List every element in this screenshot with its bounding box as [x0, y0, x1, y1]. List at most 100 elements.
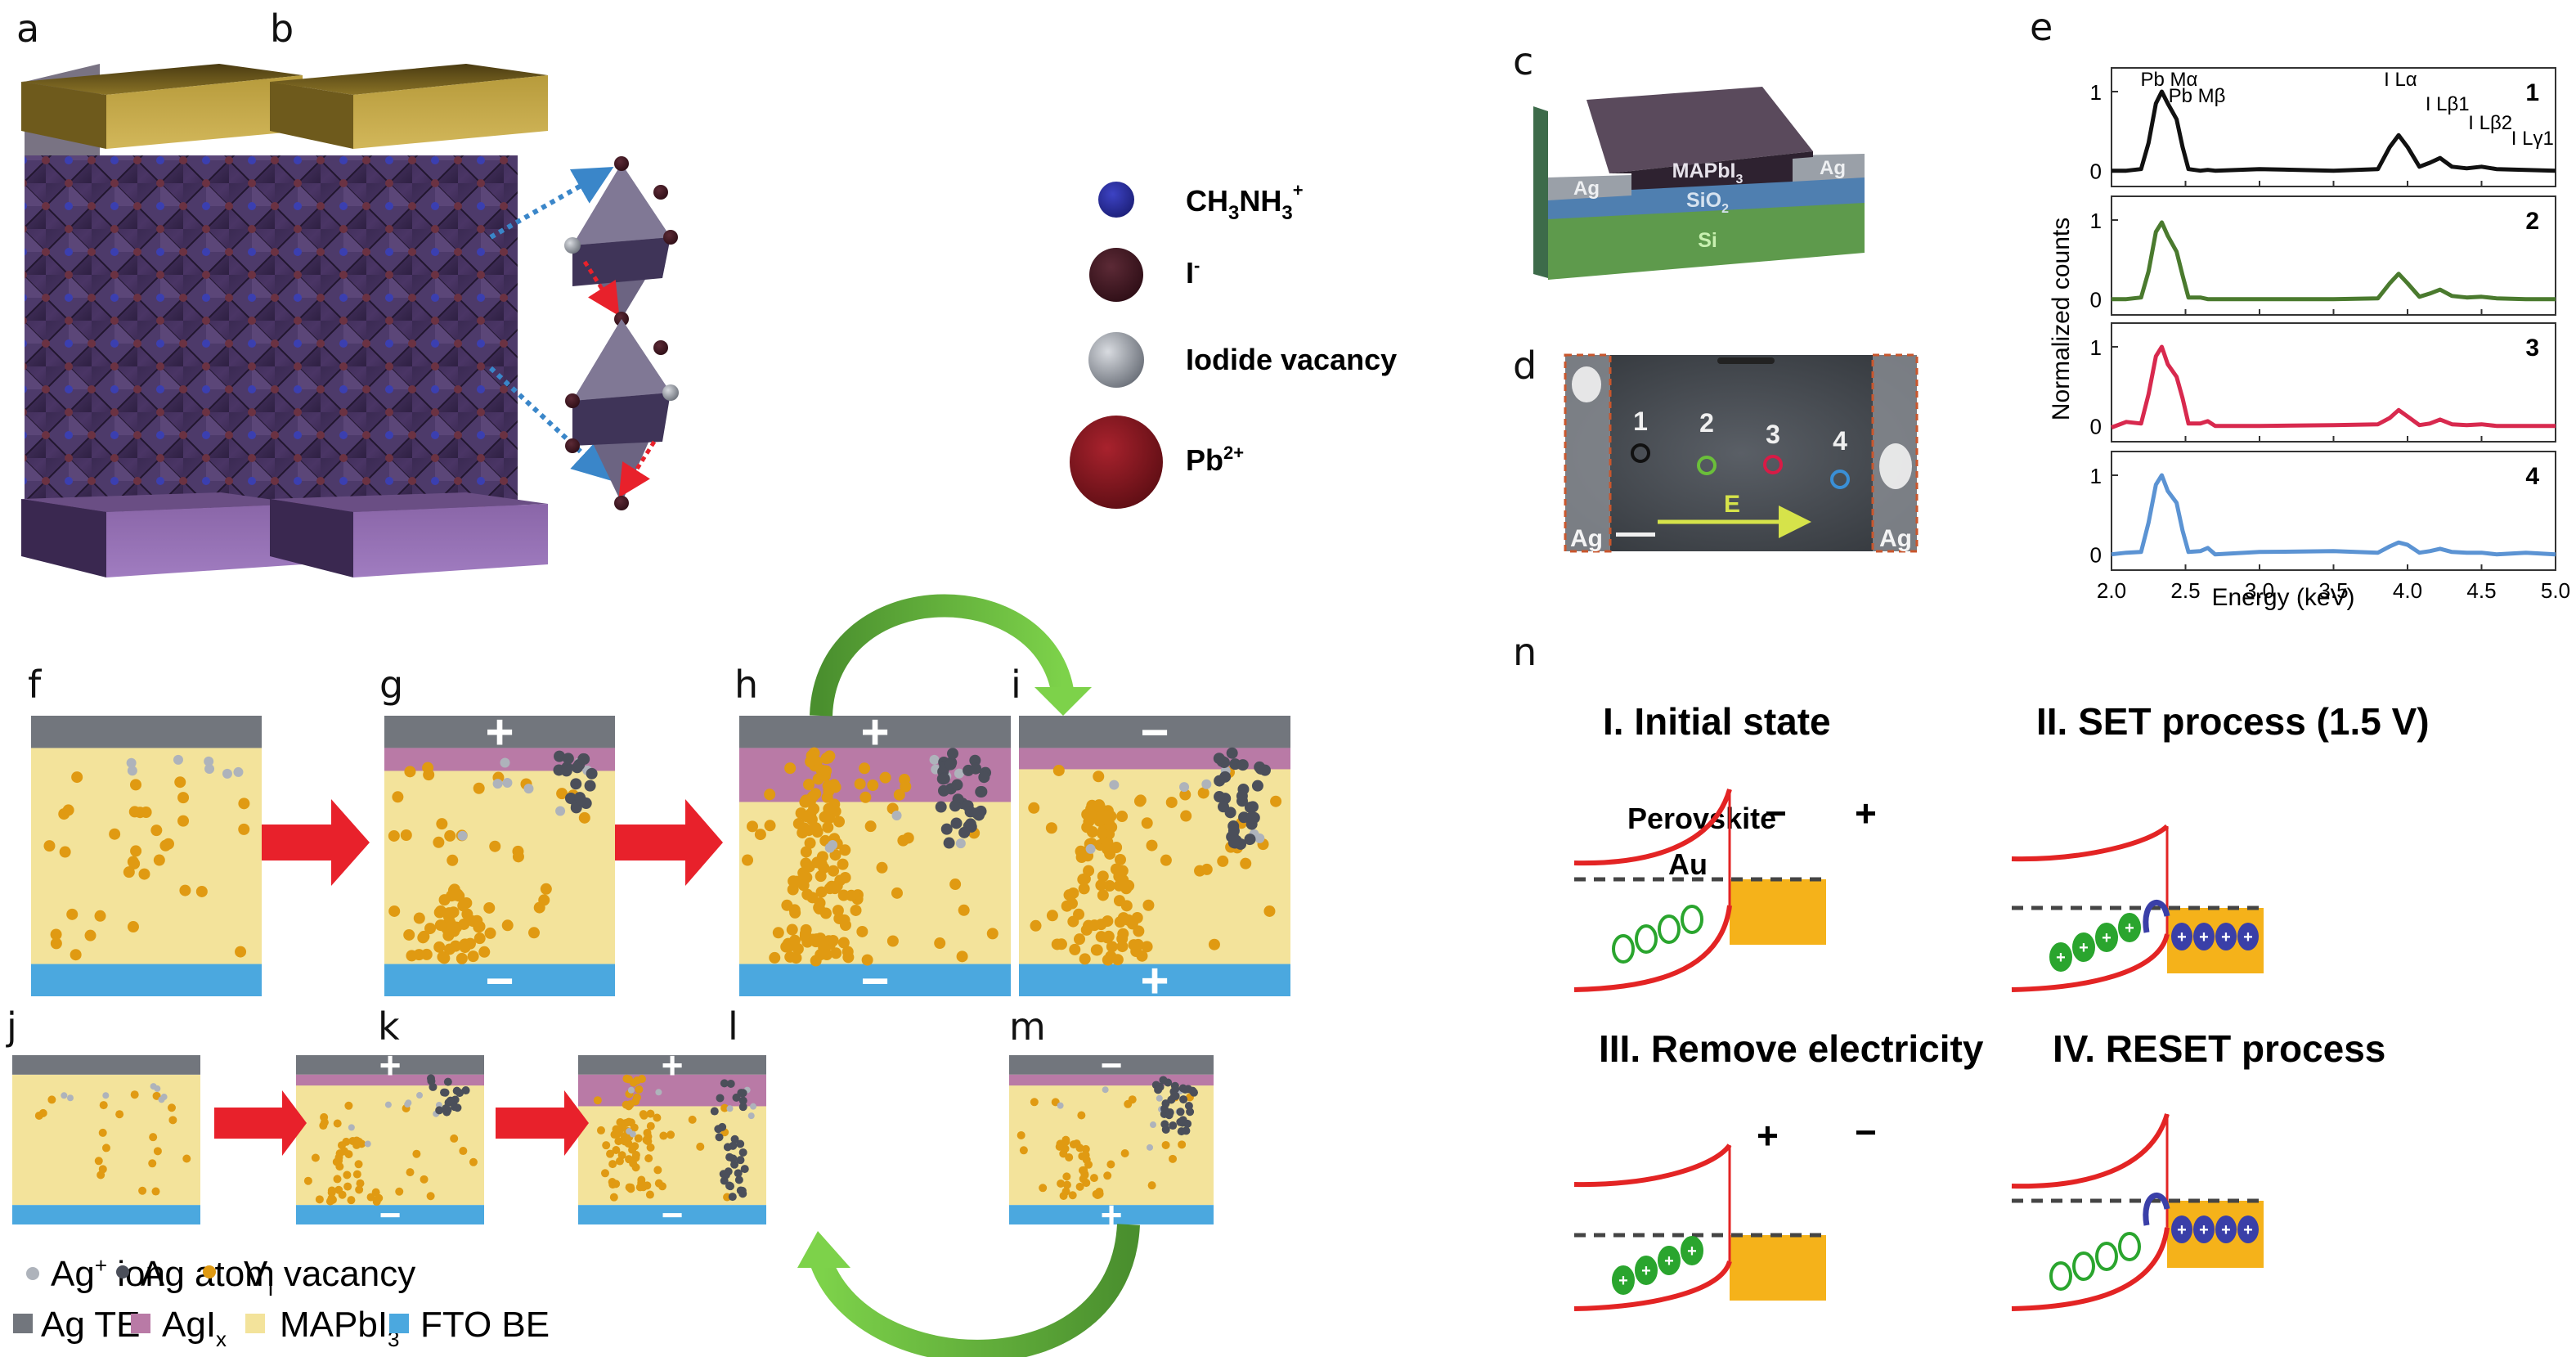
- hole-icon: [2049, 1261, 2072, 1291]
- ion-charge-sign: +: [2221, 928, 2231, 946]
- hole-charge-sign: +: [1618, 1272, 1628, 1290]
- hole-icon: [1635, 924, 1658, 954]
- crystal-stack-b: [270, 64, 548, 577]
- mapbi3-layer: [1019, 748, 1290, 964]
- ion-charge-sign: +: [2243, 1221, 2253, 1239]
- top-polarity-sign: +: [662, 1044, 684, 1086]
- agix-swatch-icon: [131, 1314, 150, 1333]
- bottom-polarity-sign: −: [662, 1193, 684, 1236]
- reset-left-sign: +: [1757, 1114, 1779, 1157]
- fto-bottom-electrode: [1009, 1205, 1214, 1224]
- measurement-point-4: [1830, 470, 1850, 489]
- label-si: Si: [1698, 229, 1717, 252]
- fto-bottom-electrode: [296, 1205, 484, 1224]
- electrode-boundary-right: [1871, 353, 1919, 553]
- arrow-k-to-l: [496, 1090, 589, 1156]
- state-title-reset: IV. RESET process: [2053, 1027, 2385, 1070]
- fto-bottom-electrode: [739, 964, 1011, 996]
- x-tick-label: 3.5: [2318, 578, 2348, 603]
- fto-bottom-electrode: [31, 964, 262, 996]
- point-label-2: 2: [1699, 408, 1714, 438]
- panel-label-e: e: [2030, 5, 2053, 49]
- arrow-m-to-l: [810, 1224, 1140, 1357]
- state-title-remove: III. Remove electricity: [1599, 1027, 1984, 1070]
- x-tick-label: 4.0: [2393, 578, 2422, 603]
- zoom-line-top: [489, 167, 614, 240]
- label-mapbi3: MAPbI3: [1672, 160, 1744, 186]
- iodide-swatch-icon: [1089, 248, 1143, 302]
- vacancy-swatch-icon: [203, 1265, 216, 1278]
- ag-top-electrode: [296, 1055, 484, 1075]
- measurement-point-2: [1697, 456, 1717, 475]
- top-polarity-sign: +: [860, 705, 889, 760]
- ion-icon: [2215, 1215, 2237, 1243]
- point-label-1: 1: [1633, 407, 1648, 436]
- particles: [593, 1074, 757, 1202]
- legend-label-iodide: I-: [1186, 255, 1200, 290]
- metal-electrode: [1730, 1235, 1826, 1301]
- valence-band: [1573, 1260, 1732, 1311]
- methylammonium-swatch-icon: [1098, 182, 1134, 218]
- band-diagrams: I. Initial state II. SET process (1.5 V)…: [1573, 700, 2430, 1311]
- perovskite-film-top: [1586, 87, 1813, 173]
- bottom-polarity-sign: −: [860, 953, 889, 1008]
- top-polarity-sign: −: [1101, 1044, 1123, 1086]
- mapbi3-layer: [31, 748, 262, 964]
- label-au: Au: [1668, 847, 1708, 881]
- point-label-3: 3: [1766, 420, 1780, 449]
- ion-charge-sign: +: [2177, 928, 2187, 946]
- bottom-electrode-purple-a: [21, 492, 303, 577]
- hole-charge-sign: +: [1641, 1262, 1651, 1280]
- panel-label-f: f: [28, 663, 42, 707]
- y-axis-label: Normalized counts: [2048, 218, 2075, 420]
- panel-label-k: k: [378, 1004, 400, 1049]
- band-diagram-1: [1573, 789, 1826, 992]
- ag-top-electrode: [578, 1055, 766, 1075]
- band-diagram-2: ++++++++: [2011, 824, 2264, 992]
- ag-top-electrode: [1019, 716, 1290, 748]
- spectrum-line-1: [2112, 89, 2556, 173]
- filament-cell-j: [12, 1055, 200, 1224]
- hole-icon: [1658, 1246, 1681, 1275]
- hole-icon: [2072, 1251, 2095, 1281]
- ion-icon: [2215, 923, 2237, 950]
- peak-label: Pb Mα: [2141, 69, 2198, 91]
- bottom-electrode-purple-b: [270, 492, 548, 577]
- valence-band: [2011, 1227, 2170, 1311]
- top-electrode-gold-a: [21, 64, 303, 149]
- ag-ion-swatch-icon: [26, 1267, 39, 1280]
- panel-label-b: b: [270, 7, 294, 51]
- subplot-index-label: 1: [2525, 79, 2539, 106]
- ion-charge-sign: +: [2199, 1221, 2209, 1239]
- bottom-polarity-sign: +: [1140, 953, 1169, 1008]
- ag-top-electrode: [12, 1055, 200, 1075]
- metal-electrode: [1730, 879, 1826, 945]
- fto-bottom-electrode: [1019, 964, 1290, 996]
- filament-cell-k: +−: [296, 1044, 484, 1236]
- particles: [34, 1083, 191, 1196]
- particles: [1028, 747, 1282, 966]
- filament-cell-l: +−: [578, 1044, 766, 1236]
- charge-transfer-arrow: [2143, 1193, 2170, 1226]
- ion-charge-sign: +: [2177, 1221, 2187, 1239]
- ion-charge-sign: +: [2243, 928, 2253, 946]
- legend-ag-te: Ag TE: [41, 1305, 140, 1345]
- fto-be-swatch-icon: [389, 1314, 409, 1333]
- peak-label: I Lβ1: [2426, 93, 2470, 115]
- label-sio2: SiO2: [1686, 189, 1729, 216]
- lead-swatch-icon: [1070, 416, 1163, 509]
- perovskite-film-front: [1609, 151, 1813, 190]
- x-tick-label: 2.5: [2170, 578, 2200, 603]
- top-electrode-gold-b: [270, 64, 548, 149]
- filament-cell-f: [31, 716, 262, 996]
- legend-label-iodide-vacancy: Iodide vacancy: [1186, 343, 1397, 376]
- particles: [303, 1074, 478, 1206]
- y-tick-label: 0: [2090, 415, 2102, 439]
- panel-label-c: c: [1513, 39, 1534, 83]
- subplot-index-label: 2: [2525, 208, 2539, 235]
- hole-icon: [1612, 934, 1635, 964]
- y-tick-label: 1: [2090, 335, 2102, 360]
- conduction-band: [2011, 824, 2170, 862]
- valence-band: [2011, 933, 2170, 992]
- panel-label-n: n: [1513, 630, 1537, 674]
